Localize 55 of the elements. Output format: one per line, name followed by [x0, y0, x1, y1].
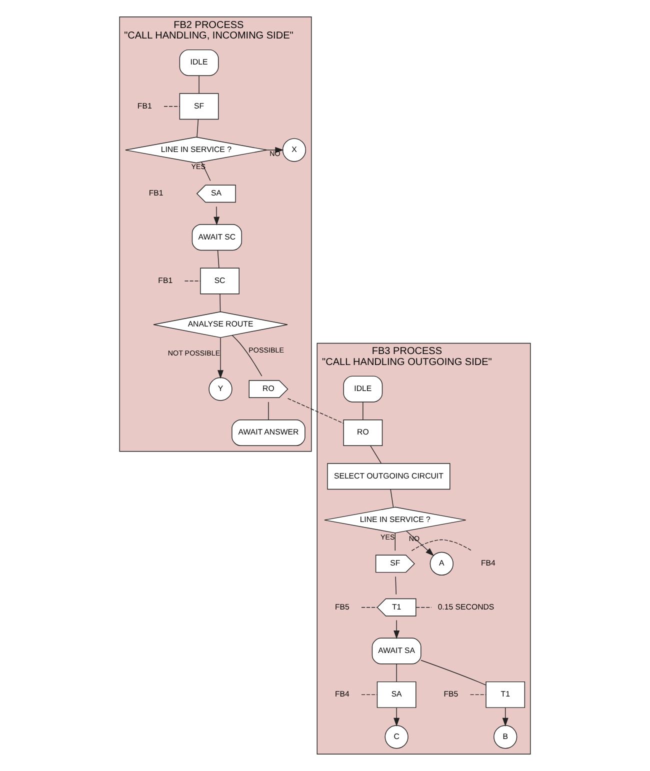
connector	[370, 445, 382, 464]
node-circle: C	[384, 725, 408, 749]
node-text: FB1	[148, 188, 164, 198]
arrow	[218, 337, 224, 379]
connector	[232, 334, 262, 376]
connector	[416, 607, 432, 608]
connector	[394, 532, 396, 552]
connector	[198, 75, 200, 94]
connector	[396, 664, 397, 682]
node-box: SF	[179, 93, 219, 120]
node-box: AWAIT SC	[192, 224, 242, 251]
connector	[361, 694, 378, 696]
connector	[470, 694, 486, 696]
node-box: IDLE	[343, 376, 383, 402]
node-text: FB5	[444, 690, 458, 699]
node-box: SA	[376, 681, 416, 708]
connector	[390, 488, 394, 508]
node-box: IDLE	[179, 49, 219, 76]
connector	[395, 576, 397, 595]
connector	[361, 607, 378, 608]
node-text: 0.15 SECONDS	[438, 602, 494, 612]
node-box: RO	[343, 420, 383, 446]
arrow	[394, 620, 400, 640]
node-box: SC	[200, 268, 240, 294]
connector	[411, 539, 472, 552]
connector	[362, 402, 364, 420]
node-circle: B	[494, 725, 518, 749]
node-text: FB1	[137, 101, 152, 110]
node-circle: Y	[208, 377, 232, 401]
node-diamond: LINE IN SERVICE ?	[125, 136, 268, 164]
arrow	[214, 206, 220, 226]
node-box: SELECT OUTGOING CIRCUIT	[327, 463, 450, 490]
node-circle: A	[430, 552, 454, 576]
node-box: AWAIT SA	[372, 638, 422, 664]
arrow	[502, 707, 508, 726]
node-circle: X	[282, 138, 306, 162]
node-text: FB4	[480, 558, 496, 568]
arrow	[394, 707, 400, 726]
connector	[164, 106, 180, 107]
connector	[420, 660, 486, 686]
node-box: T1	[486, 681, 526, 708]
node-text: FB1	[158, 276, 173, 286]
node-diamond: ANALYSE ROUTE	[153, 311, 288, 338]
connector	[217, 250, 220, 268]
connector	[196, 118, 199, 138]
node-diamond: LINE IN SERVICE ?	[324, 506, 466, 534]
node-text: FB4	[334, 690, 350, 699]
node-box: AWAIT ANSWER	[232, 420, 306, 446]
connector	[184, 280, 201, 282]
connector	[220, 294, 221, 312]
arrow	[406, 530, 434, 556]
connector	[287, 398, 344, 424]
connector	[268, 402, 269, 420]
node-text: FB5	[334, 602, 350, 612]
connector	[201, 162, 211, 182]
